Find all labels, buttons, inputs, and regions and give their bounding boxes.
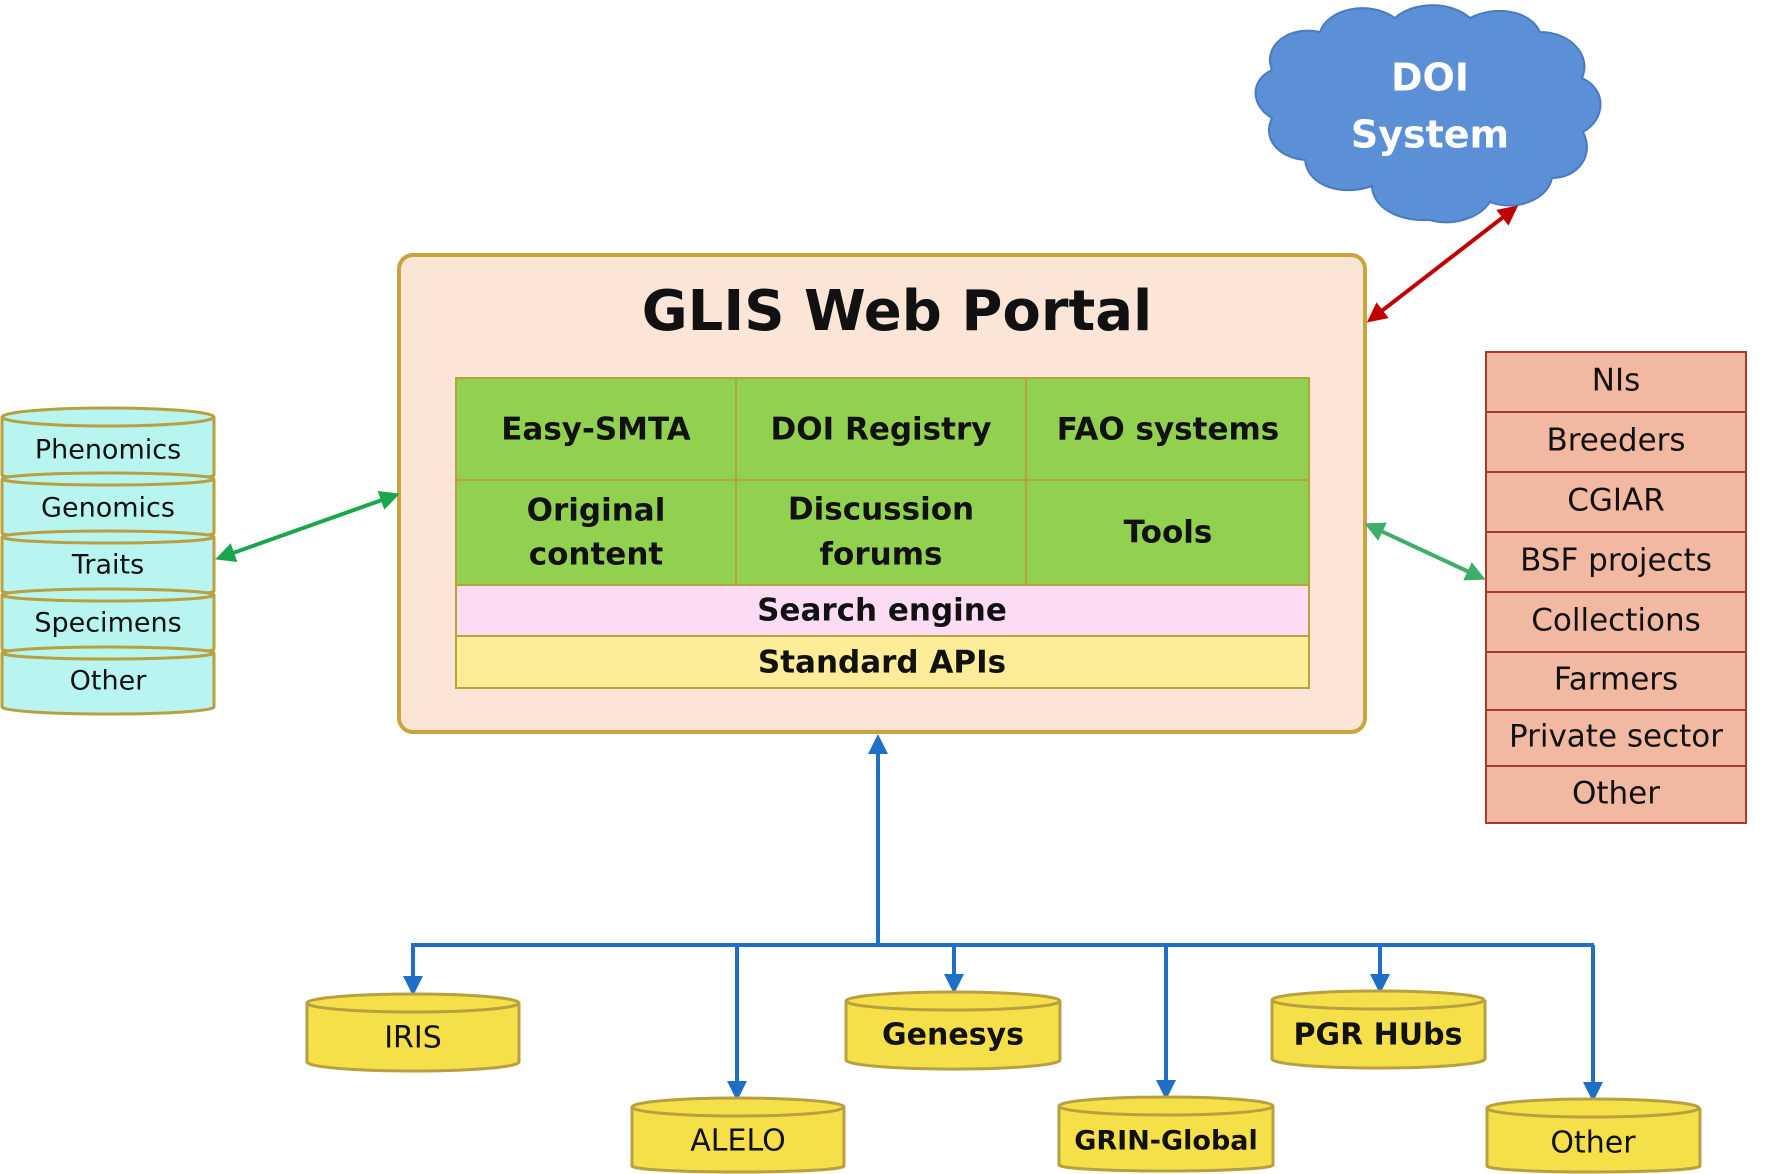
right-item-bsf-projects: BSF projects: [1520, 543, 1712, 579]
module-doi-registry: DOI Registry: [771, 412, 992, 448]
left-data-stack: Phenomics Genomics Traits Specimens Othe…: [0, 406, 216, 716]
cloud-line-1: DOI: [1391, 56, 1469, 100]
portal-to-doi-arrow: [1366, 205, 1519, 323]
module-cell: [455, 377, 737, 481]
right-item-farmers: Farmers: [1554, 662, 1678, 698]
module-easy-smta: Easy-SMTA: [501, 412, 691, 448]
db-genesys-label: Genesys: [882, 1018, 1024, 1053]
module-original-content-line1: Original: [527, 493, 666, 529]
standard-apis-label: Standard APIs: [758, 645, 1006, 681]
search-engine-label: Search engine: [757, 593, 1007, 629]
left-item-genomics: Genomics: [41, 493, 175, 524]
standard-apis-bar: [455, 635, 1310, 689]
bottom-db-iris: IRIS: [305, 992, 521, 1073]
left-item-other: Other: [70, 666, 148, 697]
bottom-db-grin-global: GRIN-Global: [1057, 1095, 1275, 1173]
search-engine-bar: [455, 584, 1310, 637]
right-item-nis: NIs: [1592, 363, 1640, 399]
cloud-shape: [1254, 4, 1602, 224]
module-cell: [1025, 377, 1310, 481]
module-cell: [735, 479, 1027, 586]
left-stack-item: [0, 645, 216, 716]
db-iris-label: IRIS: [384, 1021, 442, 1056]
glis-web-portal: GLIS Web Portal Easy-SMTA DOI Registry F…: [397, 253, 1367, 734]
module-original-content-line2: content: [529, 537, 664, 573]
doi-system-cloud: DOI System: [1254, 4, 1602, 224]
right-item-private-sector: Private sector: [1509, 719, 1723, 755]
bottom-db-genesys: Genesys: [844, 990, 1062, 1071]
right-item-other: Other: [1572, 776, 1660, 812]
module-discussion-forums-line1: Discussion: [788, 492, 974, 528]
left-item-specimens: Specimens: [34, 608, 181, 639]
portal-modules-grid: Easy-SMTA DOI Registry FAO systems Origi…: [455, 377, 1310, 586]
portal-title: GLIS Web Portal: [642, 279, 1153, 344]
bottom-db-other: Other: [1485, 1097, 1702, 1174]
right-item-breeders: Breeders: [1546, 423, 1685, 459]
db-grin-global-label: GRIN-Global: [1074, 1126, 1258, 1157]
bottom-db-alelo: ALELO: [630, 1096, 846, 1174]
db-alelo-label: ALELO: [690, 1124, 785, 1159]
bottom-bus-connectors: [403, 734, 1603, 1102]
bottom-db-pgr-hubs: PGR HUbs: [1270, 989, 1487, 1070]
left-item-traits: Traits: [71, 550, 144, 581]
right-stakeholder-stack: NIs Breeders CGIAR BSF projects Collecti…: [1485, 351, 1747, 824]
cloud-line-2: System: [1351, 113, 1509, 157]
module-tools: Tools: [1124, 515, 1213, 551]
module-discussion-forums-line2: forums: [820, 537, 943, 573]
left-stack-to-portal-arrow: [215, 490, 400, 563]
left-item-phenomics: Phenomics: [35, 435, 181, 466]
db-pgr-hubs-label: PGR HUbs: [1294, 1018, 1463, 1053]
portal-to-stakeholders-arrow: [1364, 522, 1486, 581]
right-item-collections: Collections: [1531, 603, 1701, 639]
db-other-label: Other: [1550, 1126, 1636, 1161]
module-cell: [1025, 479, 1310, 586]
right-item-cgiar: CGIAR: [1567, 483, 1665, 519]
left-stack-item: [0, 406, 216, 483]
module-fao-systems: FAO systems: [1057, 412, 1279, 448]
